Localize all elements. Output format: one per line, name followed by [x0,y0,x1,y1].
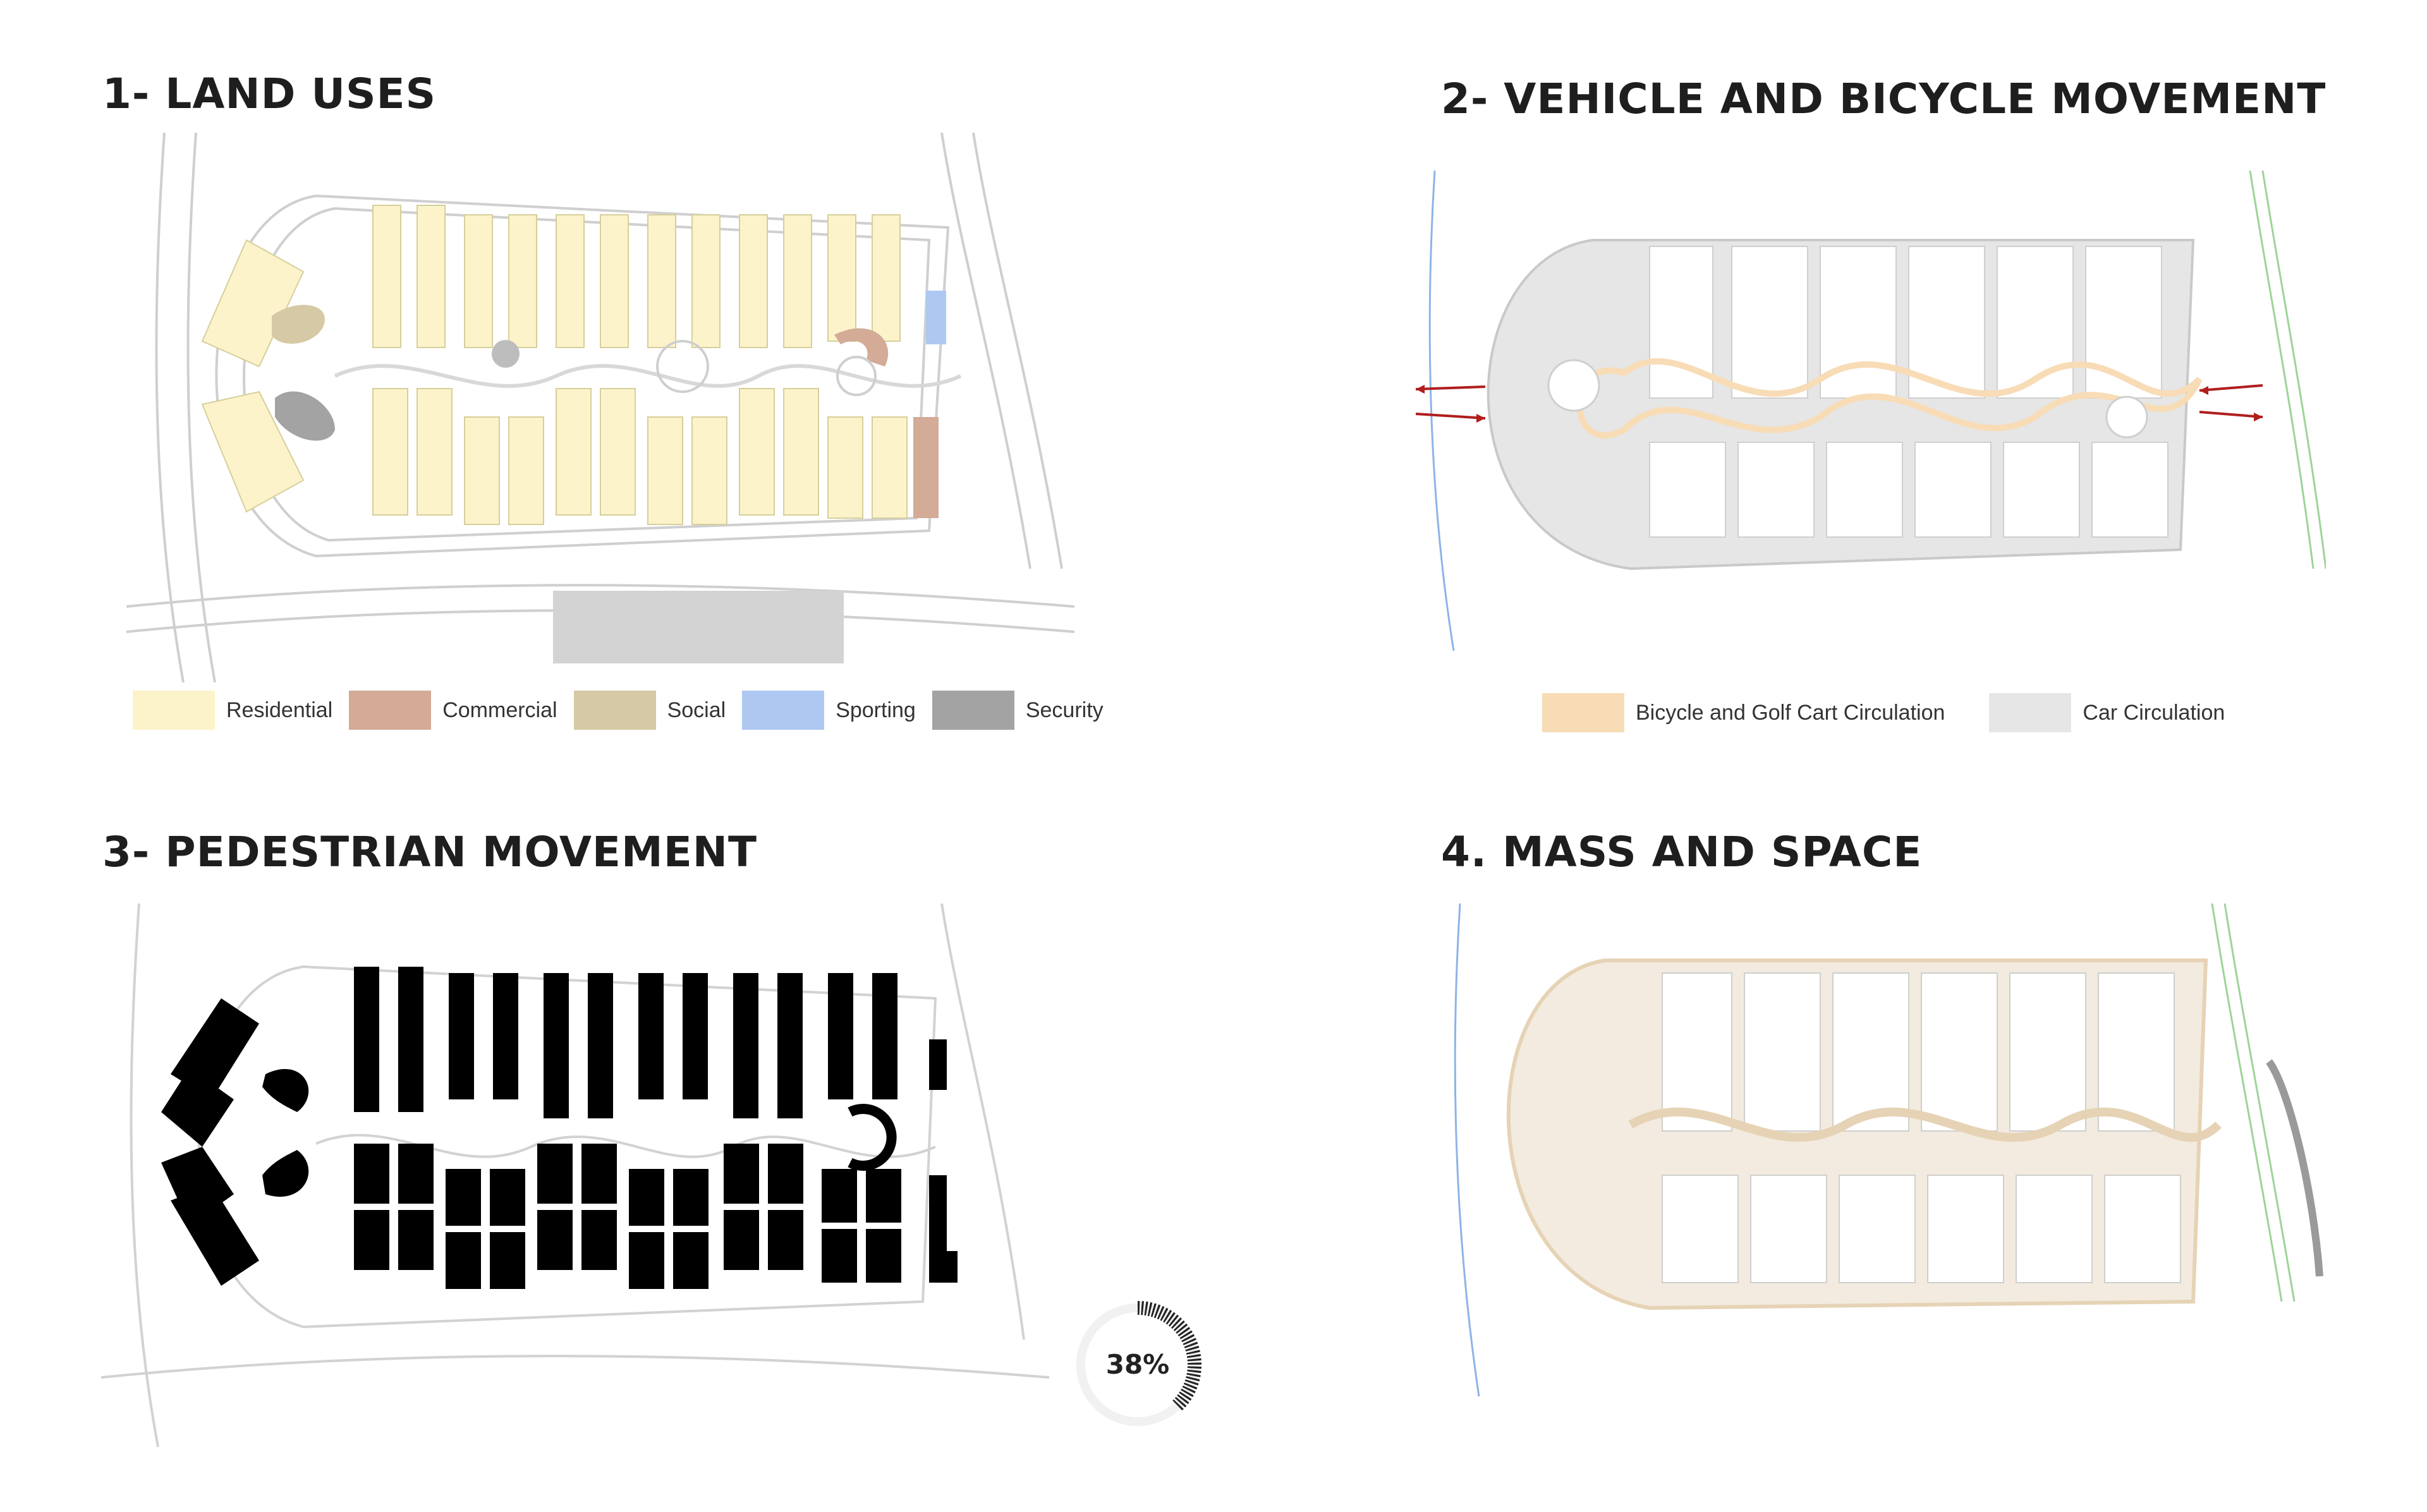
movement-legend: Bicycle and Golf Cart Circulation Car Ci… [1542,693,2241,732]
panel-title-mass-and-space: 4. MASS AND SPACE [1441,828,1923,876]
commercial-area [834,328,889,366]
entry-arrow-right-out [2199,411,2263,418]
legend-label-residential: Residential [226,698,333,722]
pedestrian-movement-plan [101,903,1050,1448]
commercial-block [913,417,939,518]
legend-swatch-security [932,691,1014,730]
panel-title-land-uses: 1- LAND USES [102,70,437,118]
legend-swatch-sporting [742,691,825,730]
built-ratio-arc [1137,1301,1201,1412]
legend-label-car: Car Circulation [2083,700,2225,725]
land-use-plan [126,132,1074,683]
built-ratio-donut: 38% [1076,1301,1201,1426]
vehicle-movement-plan [1416,170,2326,651]
legend-swatch-car [1989,693,2072,732]
security-area [275,391,335,441]
legend-label-bicycle: Bicycle and Golf Cart Circulation [1636,700,1945,725]
legend-swatch-residential [133,691,215,730]
legend-label-commercial: Commercial [442,698,557,722]
land-use-legend: Residential Commercial Social Sporting S… [133,691,1120,730]
legend-label-social: Social [667,698,726,722]
built-ratio-label: 38% [1106,1349,1170,1380]
entry-arrow-right-in [2199,384,2263,392]
parking-lot [553,591,844,663]
legend-label-sporting: Sporting [836,698,916,722]
sporting-court [926,291,946,344]
entry-arrow-left-in [1416,413,1486,420]
legend-swatch-bicycle [1542,693,1624,732]
panel-title-vehicle-movement: 2- VEHICLE AND BICYCLE MOVEMENT [1441,75,2327,123]
mass-and-space-plan [1454,903,2323,1397]
legend-label-security: Security [1025,698,1104,722]
legend-swatch-social [573,691,656,730]
panel-title-pedestrian-movement: 3- PEDESTRIAN MOVEMENT [102,828,758,876]
social-area [272,305,325,344]
legend-swatch-commercial [349,691,432,730]
entry-arrow-left-out [1416,385,1486,390]
